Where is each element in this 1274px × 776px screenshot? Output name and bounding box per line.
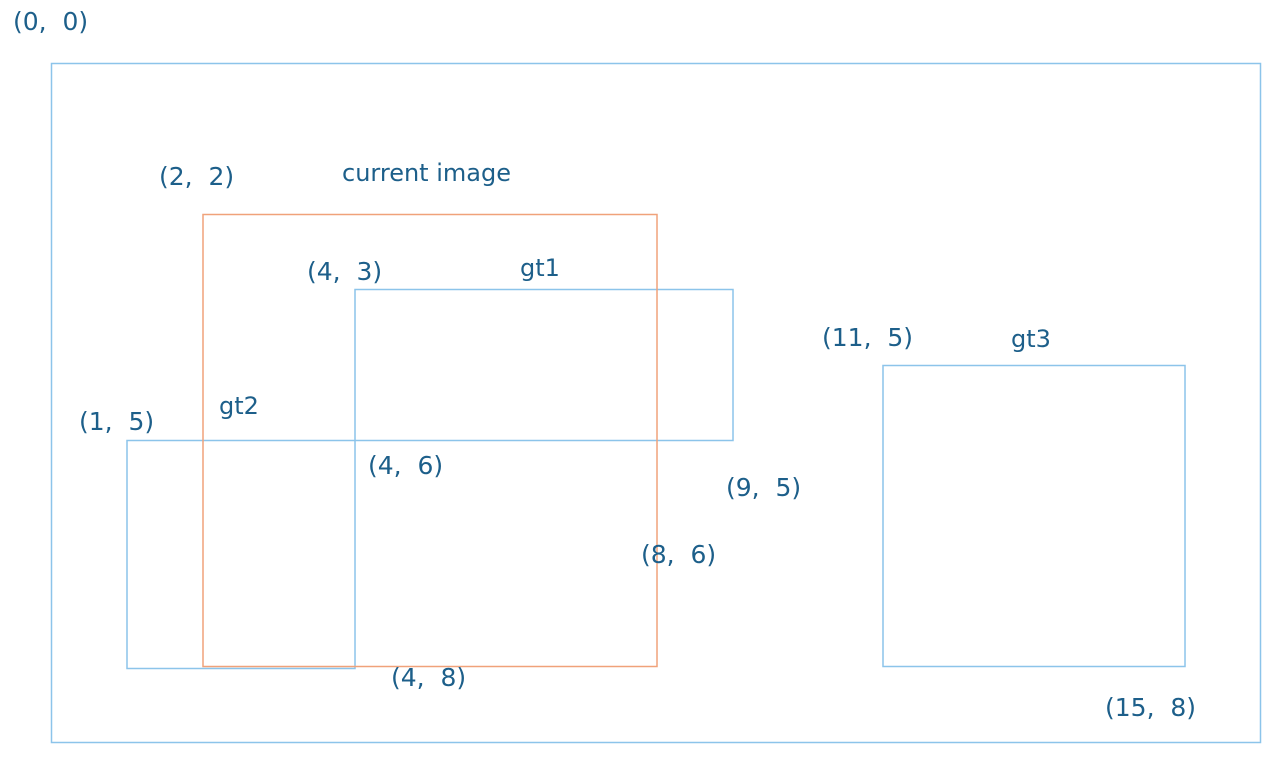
gt1-label: gt1 [520, 254, 560, 282]
gt3-label: gt3 [1011, 325, 1051, 353]
current-image-label: current image [342, 159, 511, 187]
current-image-box [202, 213, 658, 668]
current-image-bottom-right-coord-label: (8, 6) [641, 540, 716, 569]
gt3-box [882, 364, 1186, 668]
gt2-label: gt2 [219, 392, 259, 420]
gt2-box [126, 439, 356, 670]
gt1-bottom-right-coord-label: (9, 5) [726, 473, 801, 502]
gt1-box [354, 288, 734, 442]
gt1-top-left-coord-label: (4, 3) [307, 257, 382, 286]
current-image-top-left-coord-label: (2, 2) [159, 162, 234, 191]
gt2-bottom-right-coord-label: (4, 8) [391, 663, 466, 692]
gt3-bottom-right-coord-label: (15, 8) [1105, 693, 1196, 722]
gt2-top-left-coord-label: (1, 5) [79, 407, 154, 436]
frame-box [50, 62, 1262, 744]
intersection-coord-label: (4, 6) [368, 451, 443, 480]
origin-coord-label: (0, 0) [13, 7, 88, 36]
gt3-top-left-coord-label: (11, 5) [822, 323, 913, 352]
